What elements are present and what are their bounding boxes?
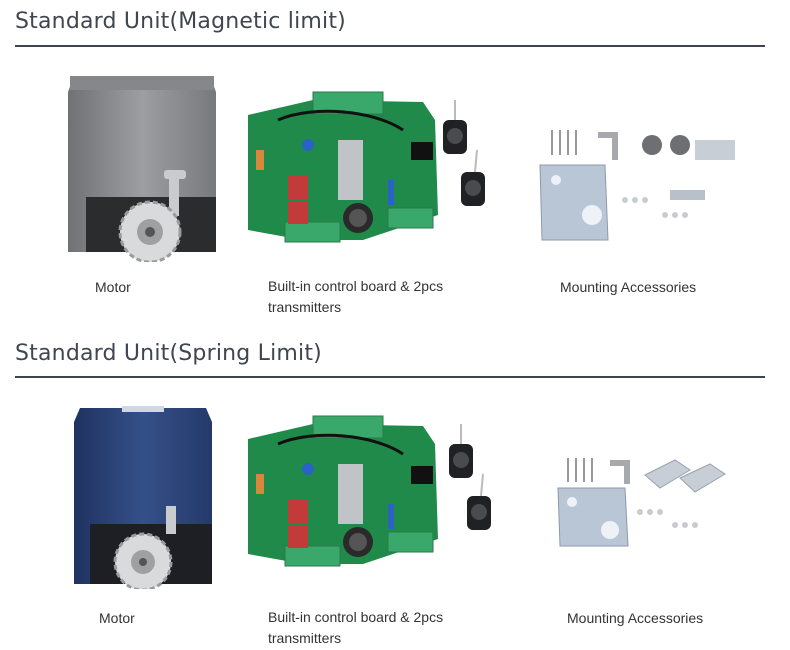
mounting-accessories-image [530, 120, 745, 245]
control-board-icon [248, 91, 485, 243]
control-board-icon [248, 415, 491, 567]
gate-motor-gray-icon [68, 76, 216, 262]
mounting-accessories-image [550, 450, 750, 550]
motor-image [60, 72, 225, 262]
caption-control-board: Built-in control board & 2pcs transmitte… [268, 276, 443, 318]
gate-motor-blue-icon [74, 406, 212, 589]
mounting-accessories-icon [557, 458, 726, 547]
caption-motor: Motor [95, 279, 131, 295]
caption-line-2: transmitters [268, 299, 342, 315]
section-title-spring: Standard Unit(Spring Limit) [15, 341, 322, 366]
section-title-magnetic: Standard Unit(Magnetic limit) [15, 9, 346, 34]
caption-mounting-accessories: Mounting Accessories [567, 610, 704, 626]
caption-motor: Motor [99, 610, 135, 626]
motor-image [68, 404, 218, 589]
caption-line-1: Built-in control board & 2pcs [268, 609, 444, 625]
section-divider [15, 376, 765, 378]
caption-control-board: Built-in control board & 2pcs transmitte… [268, 607, 443, 649]
section-divider [15, 45, 765, 47]
caption-mounting-accessories: Mounting Accessories [560, 279, 697, 295]
control-board-image [243, 90, 498, 250]
caption-line-1: Built-in control board & 2pcs [268, 278, 444, 294]
control-board-image [243, 414, 498, 574]
caption-line-2: transmitters [268, 630, 342, 646]
mounting-accessories-icon [539, 130, 735, 241]
